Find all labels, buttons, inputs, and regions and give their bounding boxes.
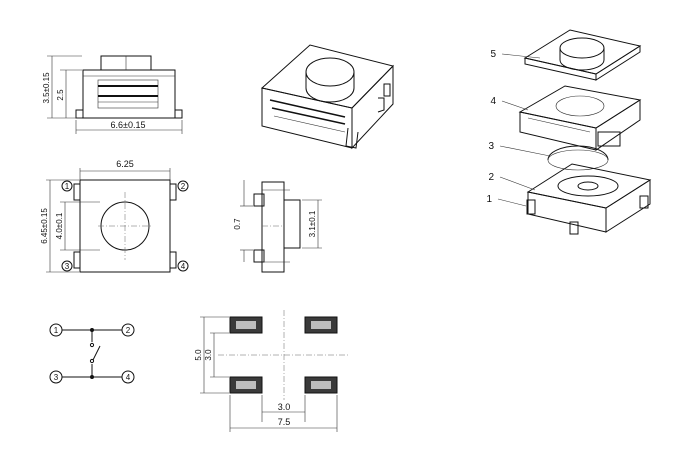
footprint-inner-height-label: 3.0: [204, 349, 213, 361]
footprint-pad: [304, 316, 338, 334]
top-height-label: 6.45±0.15: [40, 208, 49, 244]
svg-text:3: 3: [65, 262, 70, 271]
svg-text:4: 4: [126, 373, 131, 382]
exploded-part-3: [547, 145, 609, 171]
exploded-part-5: [523, 29, 642, 81]
top-view: 6.25 6.45±0.15 4.0±0.1 1 2 3: [40, 159, 189, 273]
exploded-label-3: 3: [488, 141, 494, 152]
svg-text:4: 4: [181, 262, 186, 271]
side-height-total-label: 3.5±0.15: [42, 72, 51, 104]
exploded-view: 5 4 3 2 1: [486, 29, 652, 235]
top-width-label: 6.25: [116, 159, 134, 169]
svg-text:2: 2: [181, 182, 186, 191]
footprint-pad: [229, 316, 263, 334]
schematic-pin-2: 2: [121, 323, 135, 337]
switch-contact: [92, 345, 101, 361]
actuator-height-label: 3.1±0.1: [308, 210, 317, 237]
actuator-dia-label: 4.0±0.1: [55, 212, 64, 239]
footprint-inner-width-label: 3.0: [278, 402, 291, 412]
exploded-part-1: [526, 195, 649, 215]
exploded-part-2: [526, 163, 652, 235]
exploded-label-4: 4: [490, 96, 496, 107]
side-height-body-label: 2.5: [56, 89, 65, 101]
svg-text:2: 2: [126, 326, 131, 335]
top-pin-2-marker: 2: [177, 180, 189, 192]
exploded-label-5: 5: [490, 49, 496, 60]
schematic-pin-4: 4: [121, 370, 135, 384]
end-view: 0.7 3.1±0.1: [233, 180, 322, 273]
iso-top-face: [260, 44, 394, 109]
exploded-label-1: 1: [486, 194, 492, 205]
svg-text:3: 3: [54, 373, 59, 382]
pcb-footprint: 5.0 3.0 3.0 7.5: [194, 310, 350, 432]
schematic-pin-1: 1: [49, 323, 63, 337]
exploded-part-4: [518, 85, 642, 151]
svg-text:1: 1: [65, 182, 70, 191]
footprint-pad: [229, 376, 263, 394]
side-view: 3.5±0.15 2.5 6.6±0.15: [42, 55, 183, 134]
top-pin-4-marker: 4: [177, 260, 189, 272]
top-pin-3-marker: 3: [61, 260, 73, 272]
footprint-outer-height-label: 5.0: [194, 349, 203, 361]
exploded-label-2: 2: [488, 172, 494, 183]
iso-actuator: [305, 57, 355, 87]
footprint-pad: [304, 376, 338, 394]
end-gap-label: 0.7: [233, 218, 242, 230]
top-view-body: [79, 179, 171, 273]
isometric-view: [260, 44, 394, 150]
footprint-outer-width-label: 7.5: [278, 417, 291, 427]
end-view-body: [261, 181, 285, 273]
end-view-actuator: [283, 199, 301, 249]
svg-text:1: 1: [54, 326, 59, 335]
side-view-body: [82, 69, 176, 119]
side-width-label: 6.6±0.15: [111, 120, 146, 130]
switch-schematic: 1 2 3 4: [49, 323, 135, 384]
top-pin-1-marker: 1: [61, 180, 73, 192]
schematic-pin-3: 3: [49, 370, 63, 384]
